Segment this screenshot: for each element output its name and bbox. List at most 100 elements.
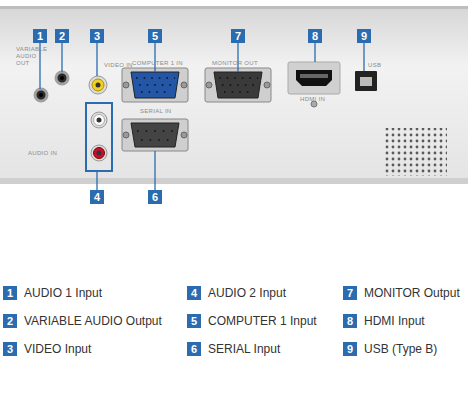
- vga-connector: [131, 72, 179, 98]
- rca-jack: [91, 112, 107, 128]
- leader-line: [96, 171, 97, 190]
- port-name: HDMI Input: [364, 314, 425, 328]
- legend-item: 3 VIDEO Input: [3, 342, 91, 356]
- panel-marking: COMPUTER 1 IN: [132, 60, 192, 67]
- leader-line: [154, 151, 155, 190]
- connector-pins: [222, 84, 255, 86]
- connector-pins: [224, 91, 253, 93]
- panel-marking: SERIAL IN: [140, 108, 190, 115]
- port-name: USB (Type B): [364, 342, 437, 356]
- rca-jack: [91, 145, 107, 161]
- legend-item: 2VARIABLE AUDIO Output: [3, 314, 162, 328]
- connector-frame: [122, 68, 188, 102]
- rca-pin: [96, 83, 101, 88]
- callout-number: 4: [187, 286, 201, 300]
- screw: [181, 132, 187, 138]
- callout-number: 7: [343, 286, 357, 300]
- port-name: MONITOR Output: [364, 286, 460, 300]
- legend-item: 5 COMPUTER 1 Input: [187, 314, 317, 328]
- callout-number: 2: [3, 314, 17, 328]
- screw: [181, 82, 187, 88]
- usb-connector: [355, 71, 377, 91]
- jack-hole: [39, 93, 43, 97]
- callout-number: 9: [357, 29, 371, 43]
- legend-item: 9 USB (Type B): [343, 342, 437, 356]
- callout-number: 5: [187, 314, 201, 328]
- callout-number: 6: [187, 342, 201, 356]
- callout-number: 3: [90, 29, 104, 43]
- serial-connector: [131, 123, 179, 147]
- usb-tongue: [360, 77, 372, 86]
- leader-line: [314, 43, 315, 62]
- legend-item: 6 SERIAL Input: [187, 342, 280, 356]
- legend-item: 8 HDMI Input: [343, 314, 425, 328]
- panel-marking: MONITOR OUT: [212, 60, 272, 67]
- port-name: AUDIO 1 Input: [24, 286, 102, 300]
- legend-item: 7 MONITOR Output: [343, 286, 460, 300]
- legend-item: 4 AUDIO 2 Input: [187, 286, 286, 300]
- rca-pin: [97, 118, 102, 123]
- callout-badge: 8: [308, 29, 322, 43]
- leader-line: [363, 43, 364, 71]
- audio-jack: [56, 72, 68, 84]
- port-name: SERIAL Input: [208, 342, 280, 356]
- connector-pins: [137, 130, 175, 132]
- connector-frame: [205, 68, 271, 102]
- callout-badge: 2: [55, 29, 69, 43]
- callout-number: 6: [148, 190, 162, 204]
- callout-number: 1: [3, 286, 17, 300]
- callout-number: 8: [343, 314, 357, 328]
- panel-marking: AUDIO IN: [28, 150, 68, 157]
- callout-badge: 4: [90, 190, 104, 204]
- callout-badge: 6: [148, 190, 162, 204]
- connector-housing: [288, 62, 340, 94]
- legend-item: 1 AUDIO 1 Input: [3, 286, 102, 300]
- leader-line: [96, 43, 97, 76]
- connector-pins: [141, 139, 171, 141]
- panel-marking: USB: [368, 62, 398, 69]
- port-name: VIDEO Input: [24, 342, 91, 356]
- callout-badge: 5: [148, 29, 162, 43]
- jack-hole: [60, 76, 64, 80]
- screw: [206, 82, 212, 88]
- connector-pins: [141, 91, 170, 93]
- callout-number: 1: [33, 29, 47, 43]
- connector-frame: [122, 119, 188, 151]
- rca-pin: [97, 151, 102, 156]
- callout-badge: 3: [90, 29, 104, 43]
- callout-badge: 9: [357, 29, 371, 43]
- panel-marking: HDMI IN: [300, 96, 326, 103]
- callout-number: 8: [308, 29, 322, 43]
- callout-number: 9: [343, 342, 357, 356]
- connector-pins: [136, 77, 175, 79]
- callout-badge: 1: [33, 29, 47, 43]
- screw: [264, 82, 270, 88]
- hdmi-tongue: [300, 74, 328, 78]
- panel-bottom-edge: [0, 178, 468, 184]
- callout-number: 3: [3, 342, 17, 356]
- port-name: AUDIO 2 Input: [208, 286, 286, 300]
- screw: [123, 132, 129, 138]
- connector-pins: [139, 84, 172, 86]
- callout-number: 7: [231, 29, 245, 43]
- rca-ring: [94, 115, 105, 126]
- callout-number: 4: [90, 190, 104, 204]
- rear-panel: [0, 6, 468, 180]
- rca-ring: [94, 148, 105, 159]
- leader-line: [61, 43, 62, 72]
- rca-ring: [92, 79, 104, 91]
- group-bracket: [86, 103, 112, 171]
- callout-number: 2: [55, 29, 69, 43]
- callout-number: 5: [148, 29, 162, 43]
- leader-line: [237, 43, 238, 72]
- hdmi-connector: [296, 70, 332, 86]
- panel-marking: VARIABLE AUDIO OUT: [16, 46, 40, 67]
- audio-jack: [35, 89, 47, 101]
- panel-top-edge: [0, 6, 468, 9]
- callout-badge: 7: [231, 29, 245, 43]
- leader-line: [154, 43, 155, 72]
- vga-connector: [214, 72, 262, 98]
- port-name: COMPUTER 1 Input: [208, 314, 317, 328]
- vent-grille: [385, 128, 447, 176]
- rca-jack: [89, 76, 107, 94]
